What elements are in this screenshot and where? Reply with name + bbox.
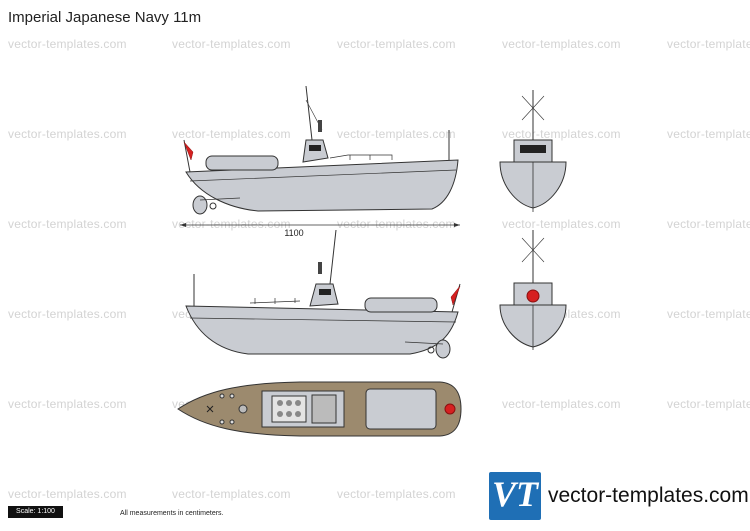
page-title: Imperial Japanese Navy 11m: [8, 9, 202, 26]
watermark: vector-templates.com: [172, 127, 291, 141]
hull: [185, 305, 459, 355]
watermark: vector-templates.com: [8, 127, 127, 141]
wheelhouse-window: [319, 289, 331, 295]
deck-rail: [249, 298, 301, 304]
propeller: [209, 202, 217, 210]
watermark: vector-templates.com: [8, 397, 127, 411]
watermark: vector-templates.com: [8, 217, 127, 231]
mast-light: [318, 262, 322, 274]
watermark: vector-templates.com: [8, 307, 127, 321]
deck-canopy: [365, 388, 437, 430]
mast-light: [318, 120, 322, 132]
measurement-note: All measurements in centimeters.: [120, 510, 224, 517]
deck-rail: [329, 154, 393, 160]
rudder: [435, 339, 451, 359]
watermark: vector-templates.com: [502, 217, 621, 231]
watermark: vector-templates.com: [172, 487, 291, 501]
life-ring: [526, 289, 540, 303]
watermark: vector-templates.com: [337, 127, 456, 141]
side-view-starboard: [185, 229, 461, 359]
rear-view: [499, 230, 567, 350]
cabin-canopy: [364, 297, 438, 313]
scale-badge: Scale: 1:100: [8, 506, 63, 518]
watermark: vector-templates.com: [337, 37, 456, 51]
watermark: vector-templates.com: [667, 397, 750, 411]
watermark: vector-templates.com: [502, 127, 621, 141]
cabin-canopy: [205, 155, 279, 171]
watermark: vector-templates.com: [8, 37, 127, 51]
wheelhouse-window: [309, 145, 321, 151]
waterline: [189, 317, 457, 323]
brand-logo-text: VT: [492, 474, 539, 514]
mast: [305, 85, 313, 141]
life-ring: [444, 403, 456, 415]
top-view: [177, 381, 462, 437]
flag: [450, 285, 461, 306]
waterline: [189, 169, 457, 182]
propeller-shaft: [199, 197, 241, 201]
wheelhouse-roof: [311, 394, 337, 424]
flag: [183, 141, 194, 161]
front-view: [499, 90, 567, 212]
watermark: vector-templates.com: [172, 37, 291, 51]
dimension-label: 1100: [284, 228, 303, 238]
brand-logo[interactable]: VT: [489, 472, 541, 520]
watermark: vector-templates.com: [667, 307, 750, 321]
watermark: vector-templates.com: [8, 487, 127, 501]
side-view-port: [183, 85, 459, 215]
mast: [329, 229, 337, 285]
watermark: vector-templates.com: [337, 487, 456, 501]
watermark: vector-templates.com: [667, 217, 750, 231]
watermark: vector-templates.com: [667, 37, 750, 51]
watermark: vector-templates.com: [502, 37, 621, 51]
dimension-line: 1100: [180, 223, 460, 238]
propeller-shaft: [404, 341, 444, 345]
engine-hatch: [271, 395, 307, 423]
watermark: vector-templates.com: [502, 397, 621, 411]
watermark: vector-templates.com: [337, 217, 456, 231]
brand-link[interactable]: vector-templates.com: [548, 484, 749, 507]
ensign-staff: [183, 139, 191, 173]
watermark: vector-templates.com: [667, 127, 750, 141]
rudder: [192, 195, 208, 215]
watermark: vector-templates.com: [172, 217, 291, 231]
propeller: [427, 346, 435, 354]
